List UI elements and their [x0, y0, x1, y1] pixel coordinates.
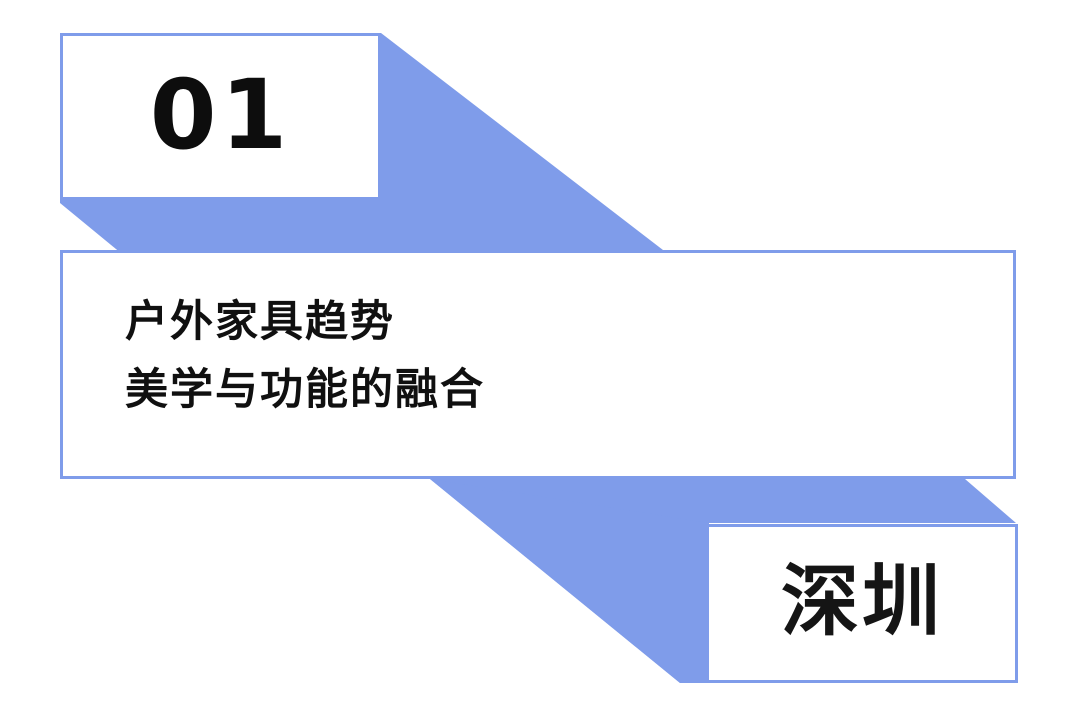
section-number-badge: 01	[60, 33, 381, 200]
lower-ribbon-notch	[965, 479, 1016, 523]
title-panel: 户外家具趋势 美学与功能的融合	[60, 250, 1016, 479]
title-line-2: 美学与功能的融合	[125, 364, 485, 415]
title-line-1: 户外家具趋势	[125, 297, 395, 347]
upper-ribbon-notch	[60, 205, 122, 254]
section-number-text: 01	[149, 58, 292, 171]
lower-ribbon-wedge	[430, 479, 709, 683]
city-label-box: 深圳	[706, 524, 1018, 683]
city-name-text: 深圳	[780, 556, 943, 647]
